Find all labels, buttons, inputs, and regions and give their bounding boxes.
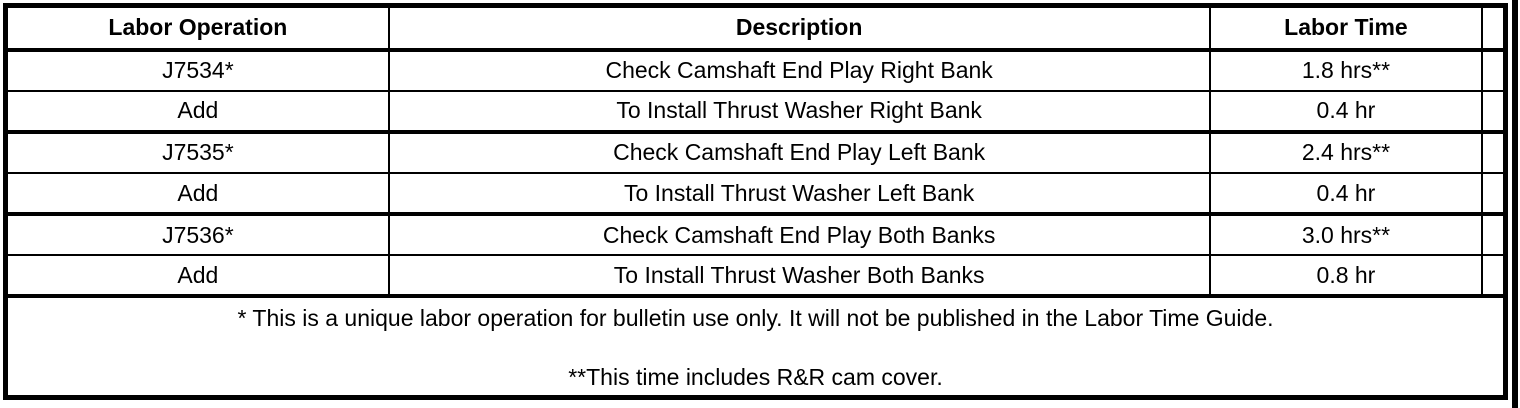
cell-empty xyxy=(1481,89,1507,134)
cell-empty xyxy=(1481,130,1507,175)
cell-empty xyxy=(1481,213,1507,257)
header-description: Description xyxy=(387,4,1211,52)
footnotes-cell: * This is a unique labor operation for b… xyxy=(4,295,1507,399)
cell-operation: Add xyxy=(4,254,390,299)
cell-description: Check Camshaft End Play Both Banks xyxy=(387,213,1211,257)
cell-labor-time: 0.4 hr xyxy=(1208,172,1484,217)
page-edge-rule xyxy=(1512,0,1518,408)
cell-operation: J7534* xyxy=(4,48,390,92)
table-row: J7536* Check Camshaft End Play Both Bank… xyxy=(4,213,1507,257)
cell-empty xyxy=(1481,172,1507,217)
cell-description: Check Camshaft End Play Left Bank xyxy=(387,130,1211,175)
table-row: Add To Install Thrust Washer Right Bank … xyxy=(4,89,1507,134)
footnote-rr-cam-cover: **This time includes R&R cam cover. xyxy=(568,363,943,390)
labor-time-table: Labor Operation Description Labor Time J… xyxy=(3,3,1508,400)
cell-empty xyxy=(1481,254,1507,299)
cell-labor-time: 3.0 hrs** xyxy=(1208,213,1484,257)
cell-operation: J7535* xyxy=(4,130,390,175)
header-empty-column xyxy=(1481,4,1507,52)
table-header-row: Labor Operation Description Labor Time xyxy=(4,4,1507,52)
cell-description: To Install Thrust Washer Left Bank xyxy=(387,172,1211,217)
cell-description: To Install Thrust Washer Right Bank xyxy=(387,89,1211,134)
cell-labor-time: 0.4 hr xyxy=(1208,89,1484,134)
table-row: J7535* Check Camshaft End Play Left Bank… xyxy=(4,130,1507,175)
cell-description: To Install Thrust Washer Both Banks xyxy=(387,254,1211,299)
cell-operation: Add xyxy=(4,172,390,217)
cell-labor-time: 0.8 hr xyxy=(1208,254,1484,299)
cell-empty xyxy=(1481,48,1507,92)
cell-operation: J7536* xyxy=(4,213,390,257)
header-labor-operation: Labor Operation xyxy=(4,4,390,52)
footnote-unique-operation: * This is a unique labor operation for b… xyxy=(237,304,1274,331)
cell-description: Check Camshaft End Play Right Bank xyxy=(387,48,1211,92)
cell-labor-time: 2.4 hrs** xyxy=(1208,130,1484,175)
footnotes-row: * This is a unique labor operation for b… xyxy=(4,295,1507,399)
table-row: Add To Install Thrust Washer Both Banks … xyxy=(4,254,1507,299)
cell-operation: Add xyxy=(4,89,390,134)
cell-labor-time: 1.8 hrs** xyxy=(1208,48,1484,92)
header-labor-time: Labor Time xyxy=(1208,4,1484,52)
table-row: J7534* Check Camshaft End Play Right Ban… xyxy=(4,48,1507,92)
table-row: Add To Install Thrust Washer Left Bank 0… xyxy=(4,172,1507,217)
